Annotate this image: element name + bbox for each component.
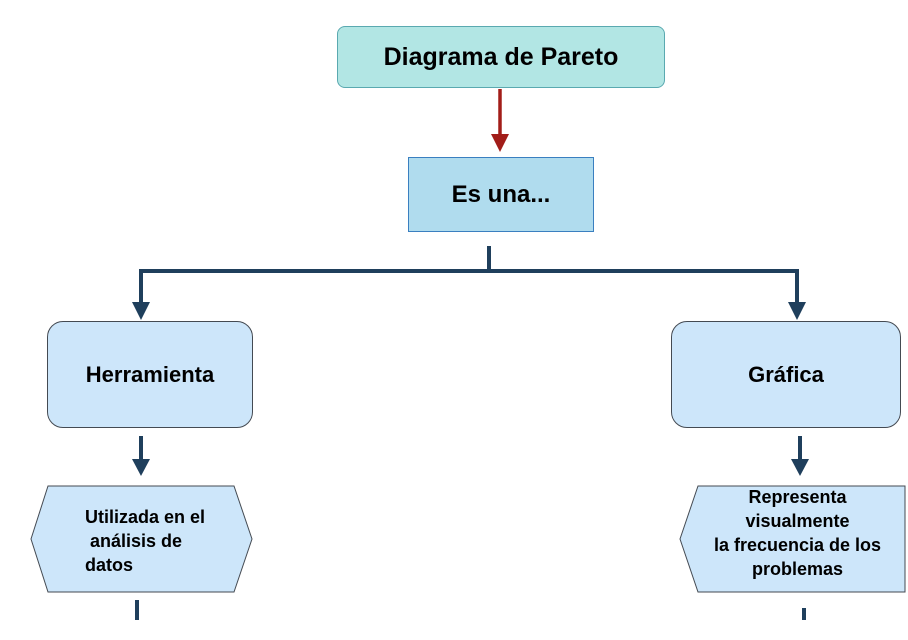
relation-box: Es una... [408, 157, 594, 232]
description-hexagon-right [679, 485, 906, 593]
title-to-relation-arrowhead [491, 134, 509, 152]
category-box-grafica: Gráfica [671, 321, 901, 428]
left-category-arrowhead [132, 459, 150, 476]
relation-label: Es una... [451, 180, 551, 208]
category-label-herramienta: Herramienta [85, 361, 215, 387]
category-label-grafica: Gráfica [748, 361, 824, 387]
branch-right-arrowhead [788, 302, 806, 320]
description-hexagon-left [30, 485, 253, 593]
description-text-grafica: Representa visualmente la frecuencia de … [713, 487, 882, 579]
diagram-title-box: Diagrama de Pareto [337, 26, 665, 88]
diagram-title: Diagrama de Pareto [383, 42, 619, 71]
description-text-herramienta: Utilizada en el análisis de datos [85, 507, 206, 575]
category-box-herramienta: Herramienta [47, 321, 253, 428]
right-category-arrowhead [791, 459, 809, 476]
branch-left-arrowhead [132, 302, 150, 320]
